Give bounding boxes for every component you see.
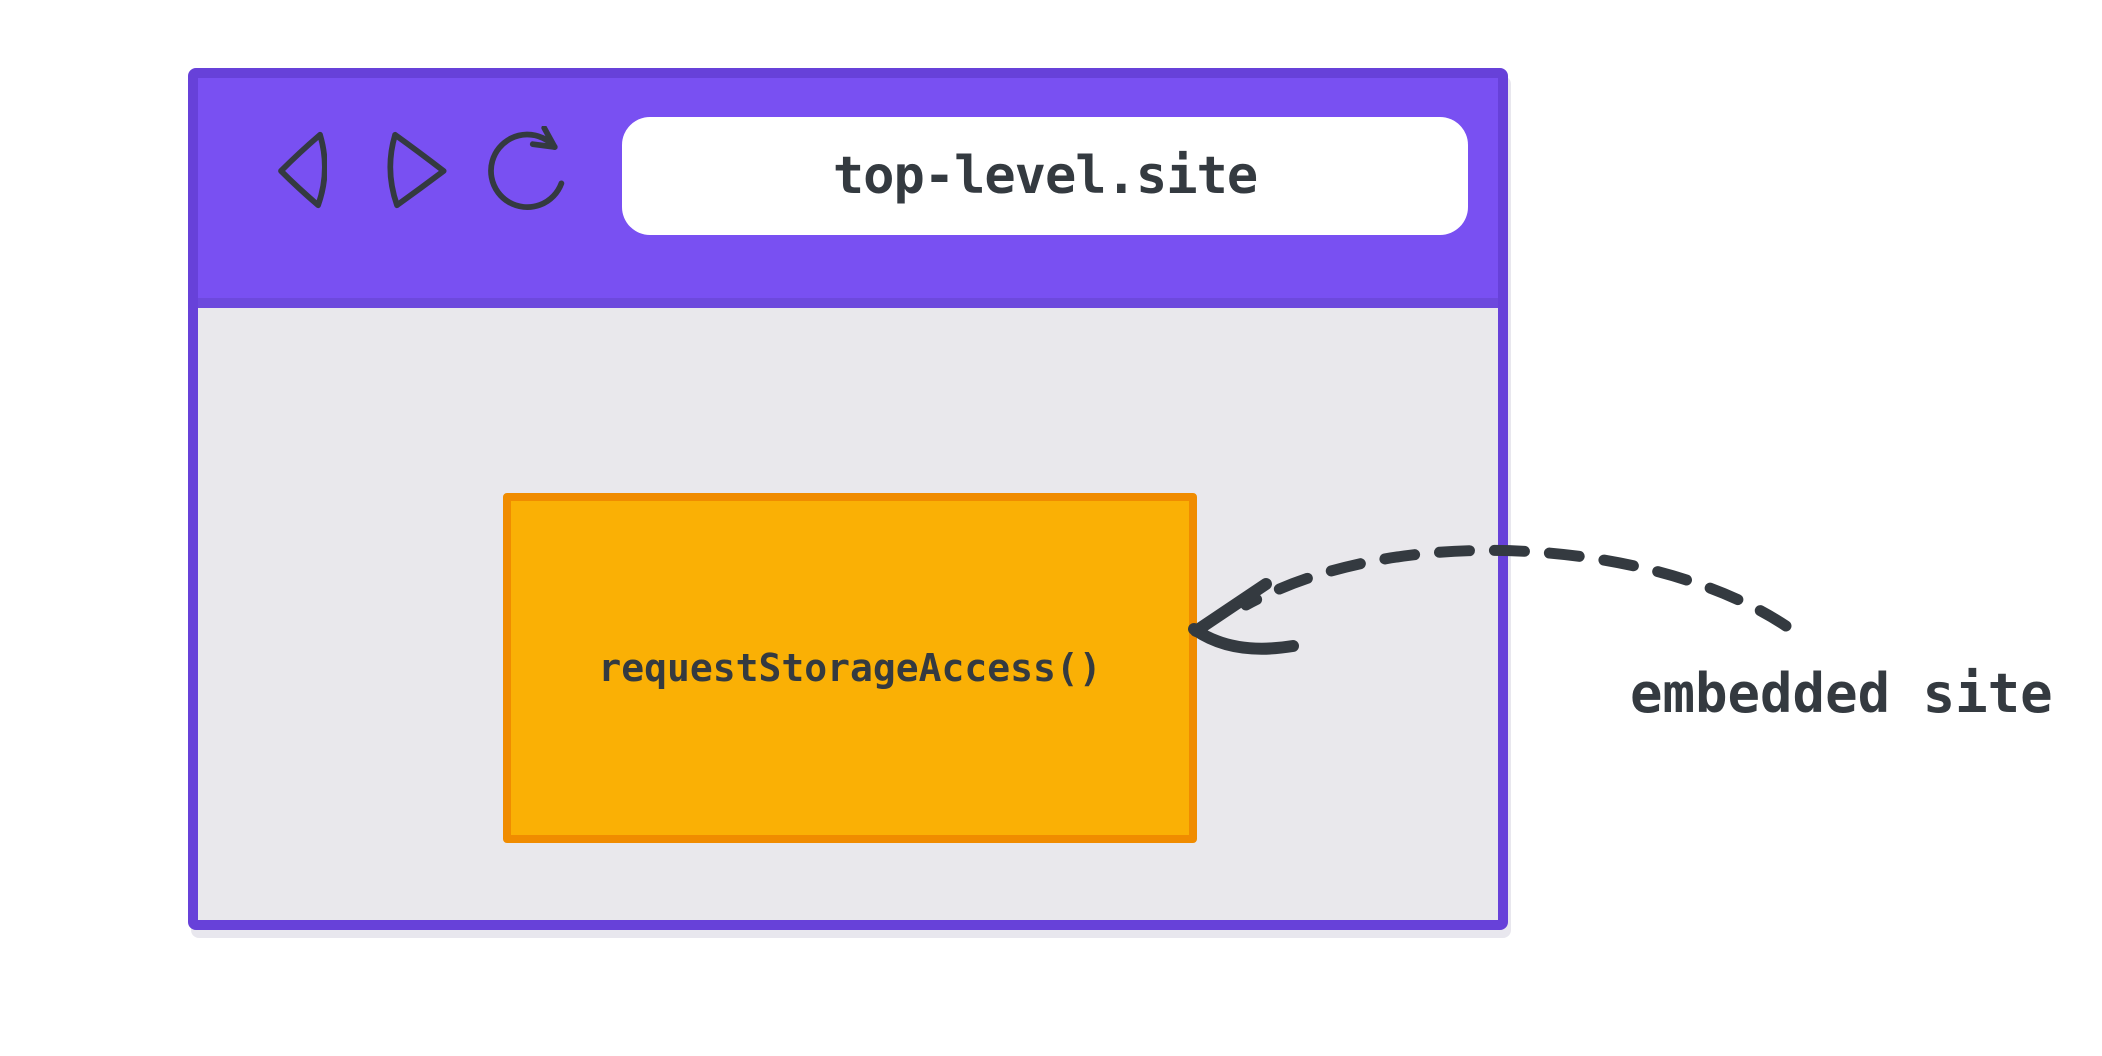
address-bar-url: top-level.site xyxy=(832,146,1258,206)
browser-toolbar: top-level.site xyxy=(198,78,1498,308)
browser-content-area: requestStorageAccess() xyxy=(198,308,1498,910)
embedded-site-label: embedded site xyxy=(1630,662,2053,725)
back-icon[interactable] xyxy=(275,130,327,210)
embedded-frame[interactable]: requestStorageAccess() xyxy=(503,493,1197,843)
forward-icon[interactable] xyxy=(384,130,450,210)
browser-window: top-level.site requestStorageAccess() xyxy=(188,68,1508,930)
address-bar[interactable]: top-level.site xyxy=(622,117,1468,235)
embedded-frame-label: requestStorageAccess() xyxy=(598,646,1102,690)
reload-icon[interactable] xyxy=(484,126,570,212)
